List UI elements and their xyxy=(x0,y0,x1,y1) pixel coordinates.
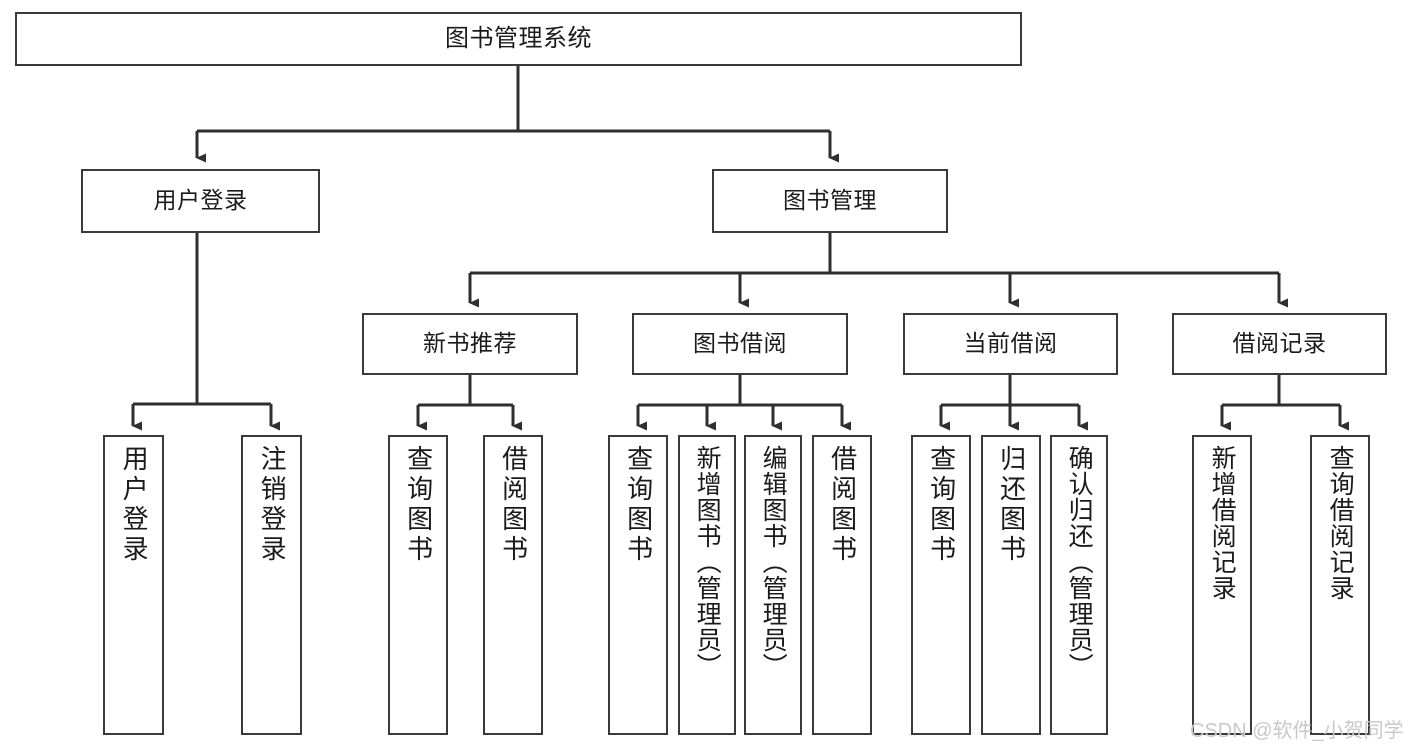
node-label: 图书管理 xyxy=(783,187,877,214)
node-label: 注销登录 xyxy=(257,445,288,565)
node-label: 查询图书 xyxy=(926,445,957,565)
node-label: 新书推荐 xyxy=(423,330,517,357)
node-label: 借阅图书 xyxy=(827,445,858,565)
node-leaf-query-borrow-record[interactable]: 查询借阅记录 xyxy=(1310,435,1370,735)
node-label: 当前借阅 xyxy=(963,330,1058,357)
node-current-borrow[interactable]: 当前借阅 xyxy=(903,313,1118,375)
watermark-text: CSDN @软件_小贺同学 xyxy=(1190,720,1404,742)
node-label: 查询借阅记录 xyxy=(1326,445,1355,601)
node-label: 新增图书（管理员） xyxy=(693,445,722,679)
node-user-login[interactable]: 用户登录 xyxy=(81,169,320,233)
node-label: 查询图书 xyxy=(403,445,434,565)
node-leaf-query-book-recommend[interactable]: 查询图书 xyxy=(388,435,448,735)
node-label: 新增借阅记录 xyxy=(1208,445,1237,601)
node-leaf-query-book-borrow[interactable]: 查询图书 xyxy=(608,435,668,735)
node-leaf-borrow-book-recommend[interactable]: 借阅图书 xyxy=(483,435,543,735)
node-label: 图书管理系统 xyxy=(445,24,592,52)
node-borrow-record[interactable]: 借阅记录 xyxy=(1172,313,1387,375)
node-label: 图书借阅 xyxy=(693,330,787,357)
node-book-management[interactable]: 图书管理 xyxy=(712,169,948,233)
node-label: 借阅记录 xyxy=(1232,330,1327,357)
node-book-borrow[interactable]: 图书借阅 xyxy=(632,313,848,375)
node-leaf-query-book-current[interactable]: 查询图书 xyxy=(911,435,971,735)
node-leaf-add-borrow-record[interactable]: 新增借阅记录 xyxy=(1192,435,1252,735)
node-leaf-edit-book[interactable]: 编辑图书（管理员） xyxy=(744,435,802,735)
node-label: 用户登录 xyxy=(153,187,248,214)
node-leaf-add-book[interactable]: 新增图书（管理员） xyxy=(678,435,736,735)
node-leaf-return-book[interactable]: 归还图书 xyxy=(981,435,1041,735)
node-label: 借阅图书 xyxy=(498,445,529,565)
csdn-watermark: CSDN @软件_小贺同学 xyxy=(1190,714,1404,743)
node-label: 确认归还（管理员） xyxy=(1065,445,1094,679)
node-label: 用户登录 xyxy=(119,445,150,565)
node-label: 查询图书 xyxy=(623,445,654,565)
node-leaf-borrow-book[interactable]: 借阅图书 xyxy=(812,435,872,735)
node-leaf-confirm-return[interactable]: 确认归还（管理员） xyxy=(1050,435,1108,735)
node-label: 归还图书 xyxy=(996,445,1027,565)
node-label: 编辑图书（管理员） xyxy=(759,445,788,679)
node-root-book-management-system[interactable]: 图书管理系统 xyxy=(15,12,1022,66)
node-leaf-logout-login[interactable]: 注销登录 xyxy=(241,435,302,735)
node-leaf-user-login[interactable]: 用户登录 xyxy=(103,435,164,735)
node-new-book-recommend[interactable]: 新书推荐 xyxy=(362,313,578,375)
